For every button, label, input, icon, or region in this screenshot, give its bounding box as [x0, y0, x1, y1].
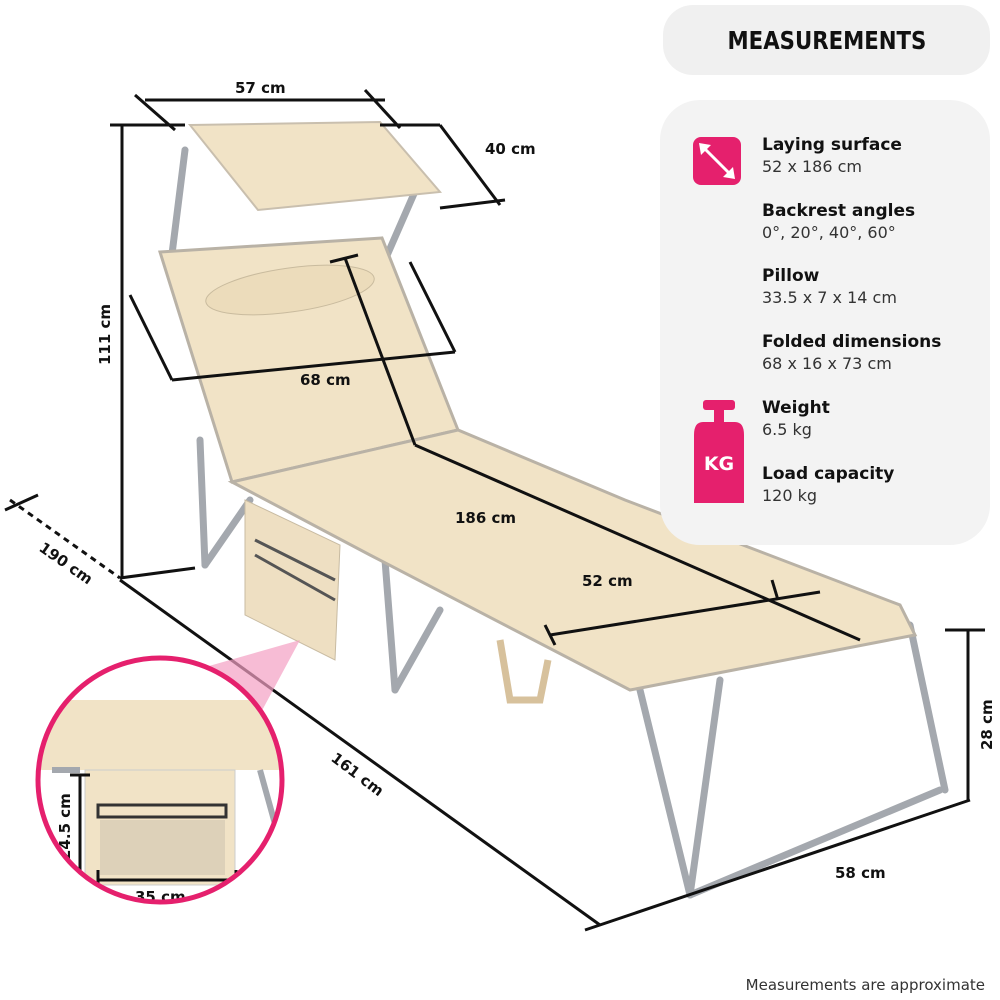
side-pocket: [244, 499, 341, 661]
dim-pocket-height: 24.5 cm: [56, 793, 74, 860]
dim-seat-height: 28 cm: [978, 699, 996, 750]
pillow: [205, 264, 375, 316]
spec-folded-dimensions: Folded dimensions 68 x 16 x 73 cm: [762, 331, 941, 374]
spec-label: Pillow: [762, 266, 820, 286]
dim-frame-length: 161 cm: [328, 749, 388, 800]
weight-kg-icon: KG: [694, 400, 744, 503]
pocket-detail-inset: 24.5 cm 35 cm: [38, 658, 282, 906]
spec-value: 6.5 kg: [762, 420, 812, 439]
spec-weight: Weight 6.5 kg: [762, 397, 830, 440]
dim-surface-width: 52 cm: [582, 572, 633, 590]
sunshade-canopy: [187, 120, 443, 212]
spec-panel: KG Laying surface 52 x 186 cm Backrest an…: [660, 100, 990, 545]
spec-value: 52 x 186 cm: [762, 157, 863, 176]
dim-height-total: 111 cm: [96, 304, 114, 365]
spec-label: Folded dimensions: [762, 332, 942, 352]
dim-canopy-depth: 40 cm: [485, 140, 536, 158]
seat-surface: [227, 428, 918, 692]
weight-icon-label: KG: [704, 453, 734, 475]
spec-label: Laying surface: [762, 135, 902, 155]
spec-label: Weight: [762, 398, 830, 418]
spec-value: 33.5 x 7 x 14 cm: [762, 288, 897, 307]
dim-pocket-width: 35 cm: [135, 888, 186, 906]
dimension-lines: [4, 88, 985, 932]
disclaimer: Measurements are approximate: [745, 976, 985, 994]
dim-total-length: 190 cm: [36, 539, 96, 589]
spec-label: Load capacity: [762, 464, 895, 484]
dim-surface-length: 186 cm: [455, 509, 516, 527]
header-title: MEASUREMENTS: [727, 25, 926, 55]
measurements-header: MEASUREMENTS: [663, 5, 990, 75]
spec-value: 120 kg: [762, 486, 818, 505]
spec-label: Backrest angles: [762, 201, 916, 221]
spec-pillow: Pillow 33.5 x 7 x 14 cm: [762, 265, 897, 308]
dim-leg-width: 58 cm: [835, 864, 886, 882]
spec-load-capacity: Load capacity 120 kg: [762, 463, 894, 506]
carry-strap: [496, 639, 552, 704]
spec-backrest-angles: Backrest angles 0°, 20°, 40°, 60°: [762, 200, 915, 243]
dim-canopy-width: 57 cm: [235, 79, 286, 97]
diagonal-arrows-icon: [693, 137, 741, 185]
dim-backrest-width: 68 cm: [300, 371, 351, 389]
spec-value: 0°, 20°, 40°, 60°: [762, 223, 896, 242]
spec-laying-surface: Laying surface 52 x 186 cm: [762, 134, 902, 177]
spec-value: 68 x 16 x 73 cm: [762, 354, 892, 373]
